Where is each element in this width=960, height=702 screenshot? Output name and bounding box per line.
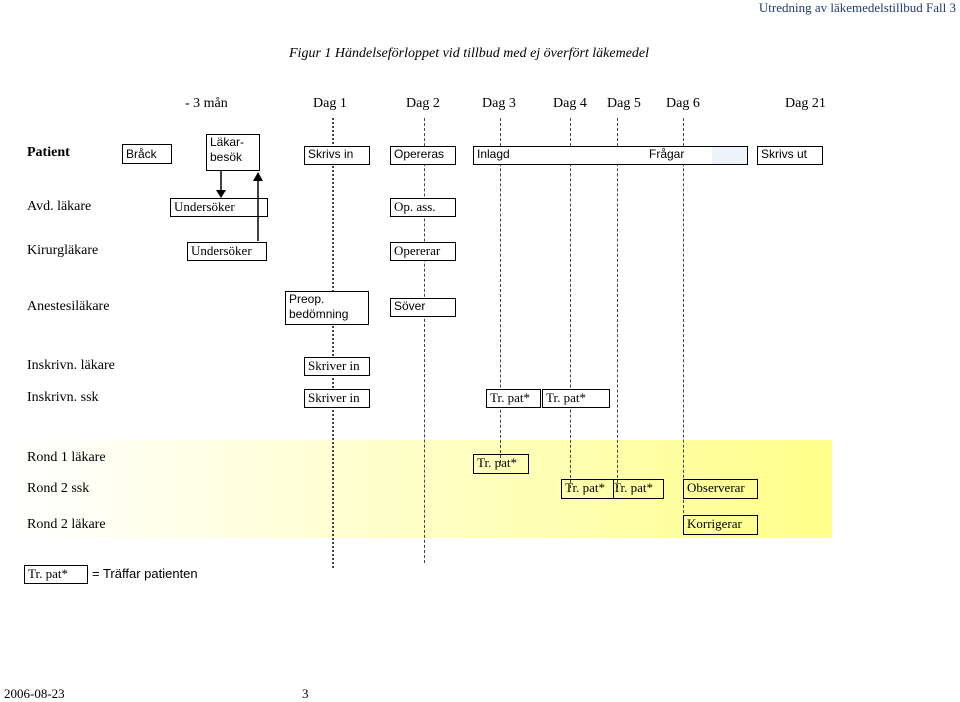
event-tr-pat: Tr. pat*	[473, 454, 529, 474]
event-tr-pat: Tr. pat*	[542, 389, 610, 408]
legend-symbol: Tr. pat*	[24, 565, 88, 584]
row-label-patient: Patient	[27, 145, 70, 160]
event-lakarbesok: Läkar-besök	[206, 134, 260, 171]
row-label-anestesilakare: Anestesiläkare	[27, 299, 110, 314]
day-label: Dag 3	[482, 96, 516, 111]
event-tr-pat: Tr. pat*	[561, 479, 614, 499]
event-inlagd: Inlagd Frågar	[473, 146, 713, 165]
event-opereras: Opereras	[390, 146, 456, 165]
event-skrivs-ut: Skrivs ut	[757, 146, 823, 165]
arrowhead-down	[216, 190, 226, 198]
document-header: Utredning av läkemedelstillbud Fall 3	[758, 0, 956, 15]
day-label: Dag 2	[406, 96, 440, 111]
event-skrivs-in: Skrivs in	[304, 146, 370, 165]
row-label-rond1-lakare: Rond 1 läkare	[27, 450, 106, 465]
figure-title: Figur 1 Händelseförloppet vid tillbud me…	[289, 46, 650, 61]
day4-timeline	[570, 118, 571, 488]
day-label: Dag 1	[313, 96, 347, 111]
event-skriver-in-ssk: Skriver in	[304, 389, 370, 408]
row-label-inskrivn-lakare: Inskrivn. läkare	[27, 358, 115, 373]
row-label-rond2-ssk: Rond 2 ssk	[27, 481, 90, 496]
rounds-band	[14, 440, 832, 538]
event-preop-bedomning: Preop.bedömning	[285, 291, 369, 325]
footer-date: 2006-08-23	[4, 686, 65, 701]
row-label-avd-lakare: Avd. läkare	[27, 199, 92, 214]
event-tr-pat: Tr. pat*	[610, 479, 664, 499]
event-sover: Söver	[390, 298, 456, 317]
event-korrigerar: Korrigerar	[683, 515, 758, 535]
day3-timeline	[500, 118, 501, 463]
day2-timeline	[424, 118, 425, 563]
event-kir-undersoker: Undersöker	[187, 242, 267, 261]
day-label: Dag 4	[553, 96, 587, 111]
day-label: - 3 mån	[185, 96, 228, 111]
day5-timeline	[617, 118, 618, 488]
event-observerar: Observerar	[683, 479, 758, 499]
event-skriver-in-lakare: Skriver in	[304, 357, 370, 376]
row-label-rond2-lakare: Rond 2 läkare	[27, 517, 106, 532]
event-brack: Bråck	[122, 144, 172, 164]
day1-timeline	[332, 118, 334, 568]
legend-text: = Träffar patienten	[92, 566, 198, 581]
inlagd-extension	[712, 146, 748, 165]
arrowhead-up	[253, 172, 263, 181]
event-avd-undersoker: Undersöker	[170, 198, 268, 217]
event-op-ass: Op. ass.	[390, 198, 456, 217]
footer-page-number: 3	[302, 686, 309, 701]
event-fragar: Frågar	[649, 147, 685, 161]
row-label-inskrivn-ssk: Inskrivn. ssk	[27, 390, 99, 405]
day-label: Dag 21	[785, 96, 826, 111]
day-label: Dag 5	[607, 96, 641, 111]
day6-timeline	[683, 118, 684, 518]
row-label-kirurglakare: Kirurgläkare	[27, 243, 99, 258]
event-opererar: Opererar	[390, 242, 456, 261]
event-tr-pat: Tr. pat*	[486, 389, 541, 408]
day-label: Dag 6	[666, 96, 700, 111]
